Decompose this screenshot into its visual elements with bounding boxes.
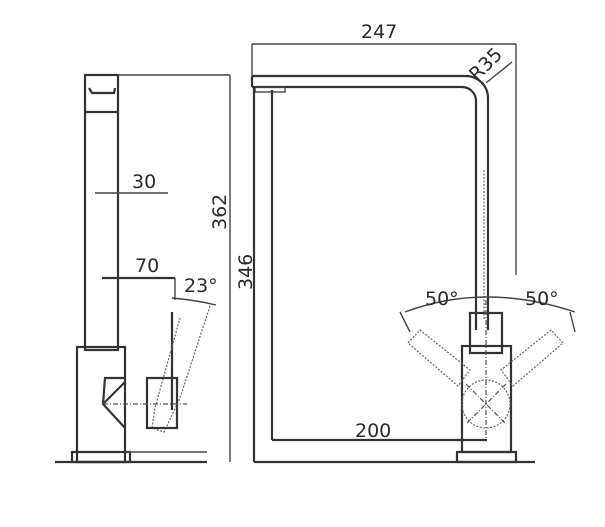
dim-spout-reach: 247 (361, 21, 397, 43)
side-view (55, 73, 231, 464)
dim-total-height: 362 (209, 194, 231, 230)
dim-handle-reach: 70 (135, 255, 159, 277)
side-spout-body (83, 73, 120, 352)
front-view (250, 43, 576, 464)
dim-spout-thickness: 30 (132, 171, 156, 193)
dim-inner-reach: 200 (355, 420, 391, 442)
dim-rotation-left: 50° (425, 288, 459, 310)
dim-bend-radius: R35 (465, 44, 507, 86)
dim-spout-height: 346 (235, 254, 257, 290)
dim-handle-tilt: 23° (184, 275, 218, 297)
dim-rotation-right: 50° (525, 288, 559, 310)
